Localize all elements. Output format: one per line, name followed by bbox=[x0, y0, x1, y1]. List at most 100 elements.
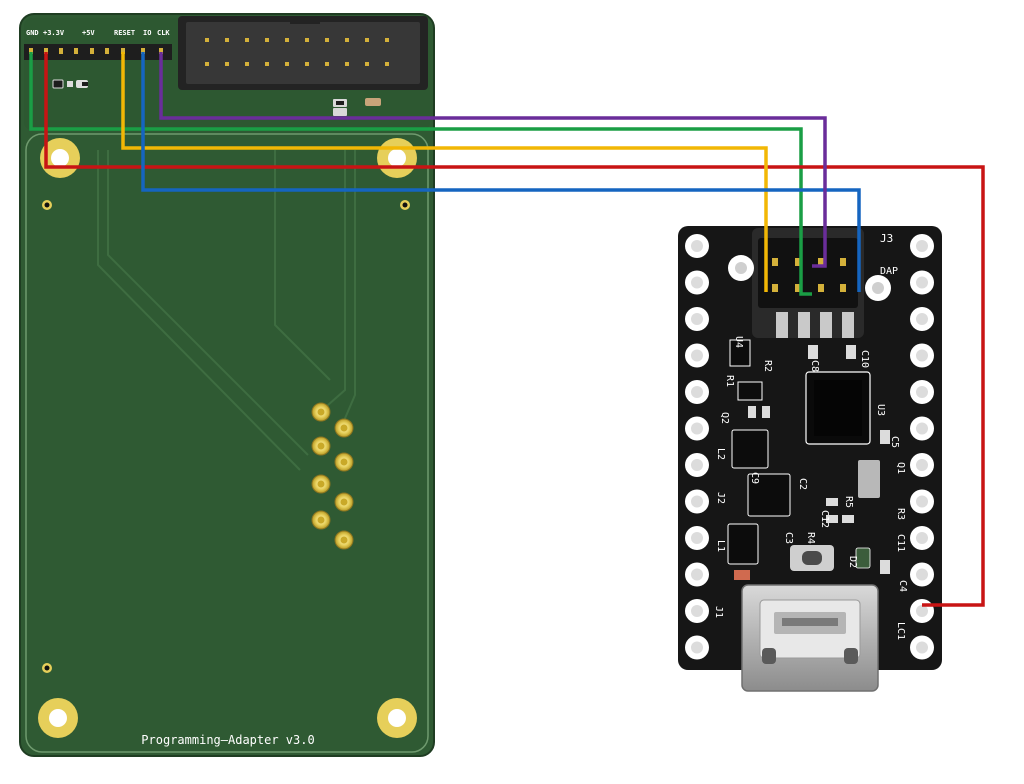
mounting-hole-center bbox=[388, 149, 406, 167]
silkscreen-label: C3 bbox=[783, 532, 794, 544]
silkscreen-label: U4 bbox=[733, 336, 744, 348]
dap-connector bbox=[728, 228, 891, 338]
header-pin bbox=[105, 48, 109, 54]
header-pin bbox=[90, 48, 94, 54]
edge-pads-left bbox=[685, 234, 709, 660]
header-pin bbox=[385, 62, 389, 66]
silkscreen-label: R2 bbox=[762, 360, 773, 372]
edge-pads-right bbox=[910, 234, 934, 660]
edge-pad-center bbox=[916, 422, 928, 435]
edge-pad-center bbox=[691, 532, 703, 544]
header-pin bbox=[59, 48, 63, 54]
edge-pad-center bbox=[691, 276, 703, 289]
edge-pad-center bbox=[691, 605, 703, 617]
edge-pad-center bbox=[691, 459, 703, 471]
edge-pad-center bbox=[691, 495, 703, 508]
pogo-pad-center bbox=[340, 424, 348, 432]
pin-label-io: IO bbox=[143, 29, 151, 37]
silkscreen-label: Q1 bbox=[895, 462, 906, 474]
silkscreen-label: C11 bbox=[895, 534, 906, 552]
wire-io bbox=[141, 52, 861, 292]
header-pin bbox=[29, 48, 33, 54]
wire-reset bbox=[121, 52, 768, 292]
header-pin bbox=[141, 48, 145, 54]
silkscreen-label: R3 bbox=[895, 508, 906, 520]
edge-pad-center bbox=[691, 386, 703, 398]
silkscreen-label: LC1 bbox=[895, 622, 906, 640]
silkscreen-label: C5 bbox=[889, 436, 900, 448]
mounting-hole-center bbox=[388, 709, 406, 727]
edge-pad-center bbox=[916, 532, 928, 544]
edge-pad-center bbox=[916, 495, 928, 508]
silkscreen-label: L1 bbox=[715, 540, 726, 552]
header-pin bbox=[225, 38, 229, 42]
adapter-board: GND +3.3V +5V RESET IO CLK Programming—A… bbox=[19, 13, 435, 757]
target-components bbox=[727, 339, 890, 580]
header-pin bbox=[44, 48, 48, 54]
wire-gnd bbox=[29, 52, 812, 296]
mounting-hole-center bbox=[49, 709, 67, 727]
connector-label-dap: DAP bbox=[880, 266, 898, 277]
silkscreen-label: J2 bbox=[715, 492, 726, 504]
mounting-hole-center bbox=[51, 149, 69, 167]
header-pin bbox=[325, 38, 329, 42]
pin-label-gnd: GND bbox=[26, 29, 39, 37]
adapter-board-outline bbox=[25, 133, 429, 753]
header-pin bbox=[205, 38, 209, 42]
pcb-traces bbox=[97, 150, 356, 471]
edge-pad-center bbox=[916, 349, 928, 362]
wire-3v3 bbox=[44, 52, 985, 607]
pogo-pad-center bbox=[317, 480, 325, 488]
silkscreen-label: C8 bbox=[809, 360, 820, 372]
connector-label-j3: J3 bbox=[880, 232, 893, 245]
silkscreen-label: C9 bbox=[749, 472, 760, 484]
edge-pad-center bbox=[691, 422, 703, 435]
edge-pad-center bbox=[691, 568, 703, 581]
pogo-pad-center bbox=[340, 536, 348, 544]
header-pin bbox=[365, 62, 369, 66]
edge-pad-center bbox=[916, 605, 928, 617]
pogo-pad-center bbox=[317, 408, 325, 416]
wires bbox=[29, 52, 985, 607]
edge-pad-center bbox=[916, 313, 928, 325]
header-pin bbox=[305, 38, 309, 42]
silkscreen-label: C12 bbox=[819, 510, 830, 528]
adapter-pcb bbox=[19, 13, 435, 757]
header-pin bbox=[121, 48, 125, 54]
pin-label-clk: CLK bbox=[157, 29, 170, 37]
header-pin bbox=[245, 38, 249, 42]
header-pin bbox=[385, 38, 389, 42]
adapter-board-title: Programming—Adapter v3.0 bbox=[141, 733, 314, 747]
header-pin bbox=[265, 38, 269, 42]
header-pin bbox=[159, 48, 163, 54]
header-pin bbox=[365, 38, 369, 42]
silkscreen-label: C10 bbox=[859, 350, 870, 368]
edge-pad-center bbox=[916, 641, 928, 654]
edge-pad-center bbox=[691, 349, 703, 362]
silkscreen-label: Q2 bbox=[719, 412, 730, 424]
silkscreen-label: D2 bbox=[847, 556, 858, 568]
pogo-pad-center bbox=[317, 442, 325, 450]
header-pin bbox=[305, 62, 309, 66]
pogo-pad-center bbox=[340, 458, 348, 466]
header-pin bbox=[74, 48, 78, 54]
pin-label-5v: +5V bbox=[82, 29, 95, 37]
silkscreen-label: J1 bbox=[713, 606, 724, 618]
edge-pad-center bbox=[916, 459, 928, 471]
header-pin bbox=[345, 38, 349, 42]
wire-clk bbox=[159, 52, 827, 268]
header-pin bbox=[285, 62, 289, 66]
edge-pad-center bbox=[691, 240, 703, 252]
edge-pad-center bbox=[916, 568, 928, 581]
jtag-box-header bbox=[178, 16, 428, 90]
pogo-pin-pads bbox=[311, 402, 354, 550]
silkscreen-label: R1 bbox=[724, 375, 735, 387]
edge-pad-center bbox=[691, 313, 703, 325]
pin-label-reset: RESET bbox=[114, 29, 135, 37]
header-pin bbox=[265, 62, 269, 66]
silkscreen-label: R5 bbox=[843, 496, 854, 508]
pogo-pad-center bbox=[317, 516, 325, 524]
pin-label-3v3: +3.3V bbox=[43, 29, 65, 37]
